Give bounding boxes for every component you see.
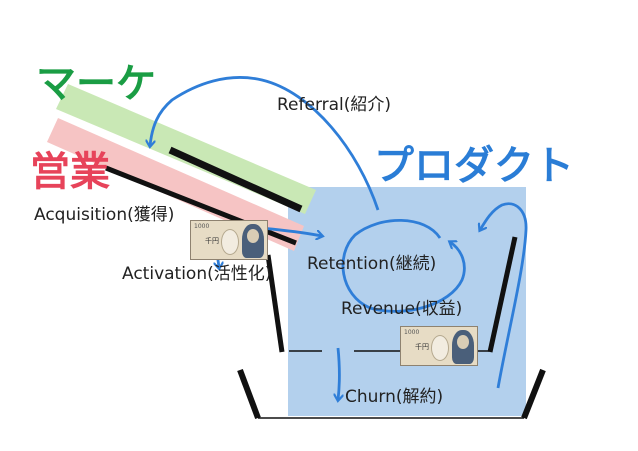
marketing-band xyxy=(56,84,316,214)
activation-label: Activation(活性化) xyxy=(122,264,272,284)
bucket-left-wall xyxy=(237,368,261,420)
retention-label: Retention(継続) xyxy=(307,254,437,274)
churn-label: Churn(解約) xyxy=(345,387,444,407)
revenue-label: Revenue(収益) xyxy=(341,299,463,319)
sales-title: 営業 xyxy=(30,149,110,195)
funnel-left-wall xyxy=(265,254,285,353)
referral-loop-arrow xyxy=(150,76,380,211)
retention-loop-arrow xyxy=(341,219,466,313)
banknote-icon: 1000 千円 xyxy=(400,326,478,366)
marketing-title: マーケ xyxy=(36,61,156,107)
funnel-right-wall xyxy=(487,236,518,353)
churn-arrow xyxy=(338,347,340,400)
referral-label: Referral(紹介) xyxy=(277,95,392,115)
product-return-arrow xyxy=(480,202,528,389)
product-title: プロダクト xyxy=(374,143,574,189)
marketing-bar xyxy=(168,146,303,213)
acquisition-label: Acquisition(獲得) xyxy=(34,205,175,225)
bucket-right-wall xyxy=(521,368,546,420)
sales-band xyxy=(47,118,304,251)
banknote-icon: 1000 千円 xyxy=(190,220,268,260)
